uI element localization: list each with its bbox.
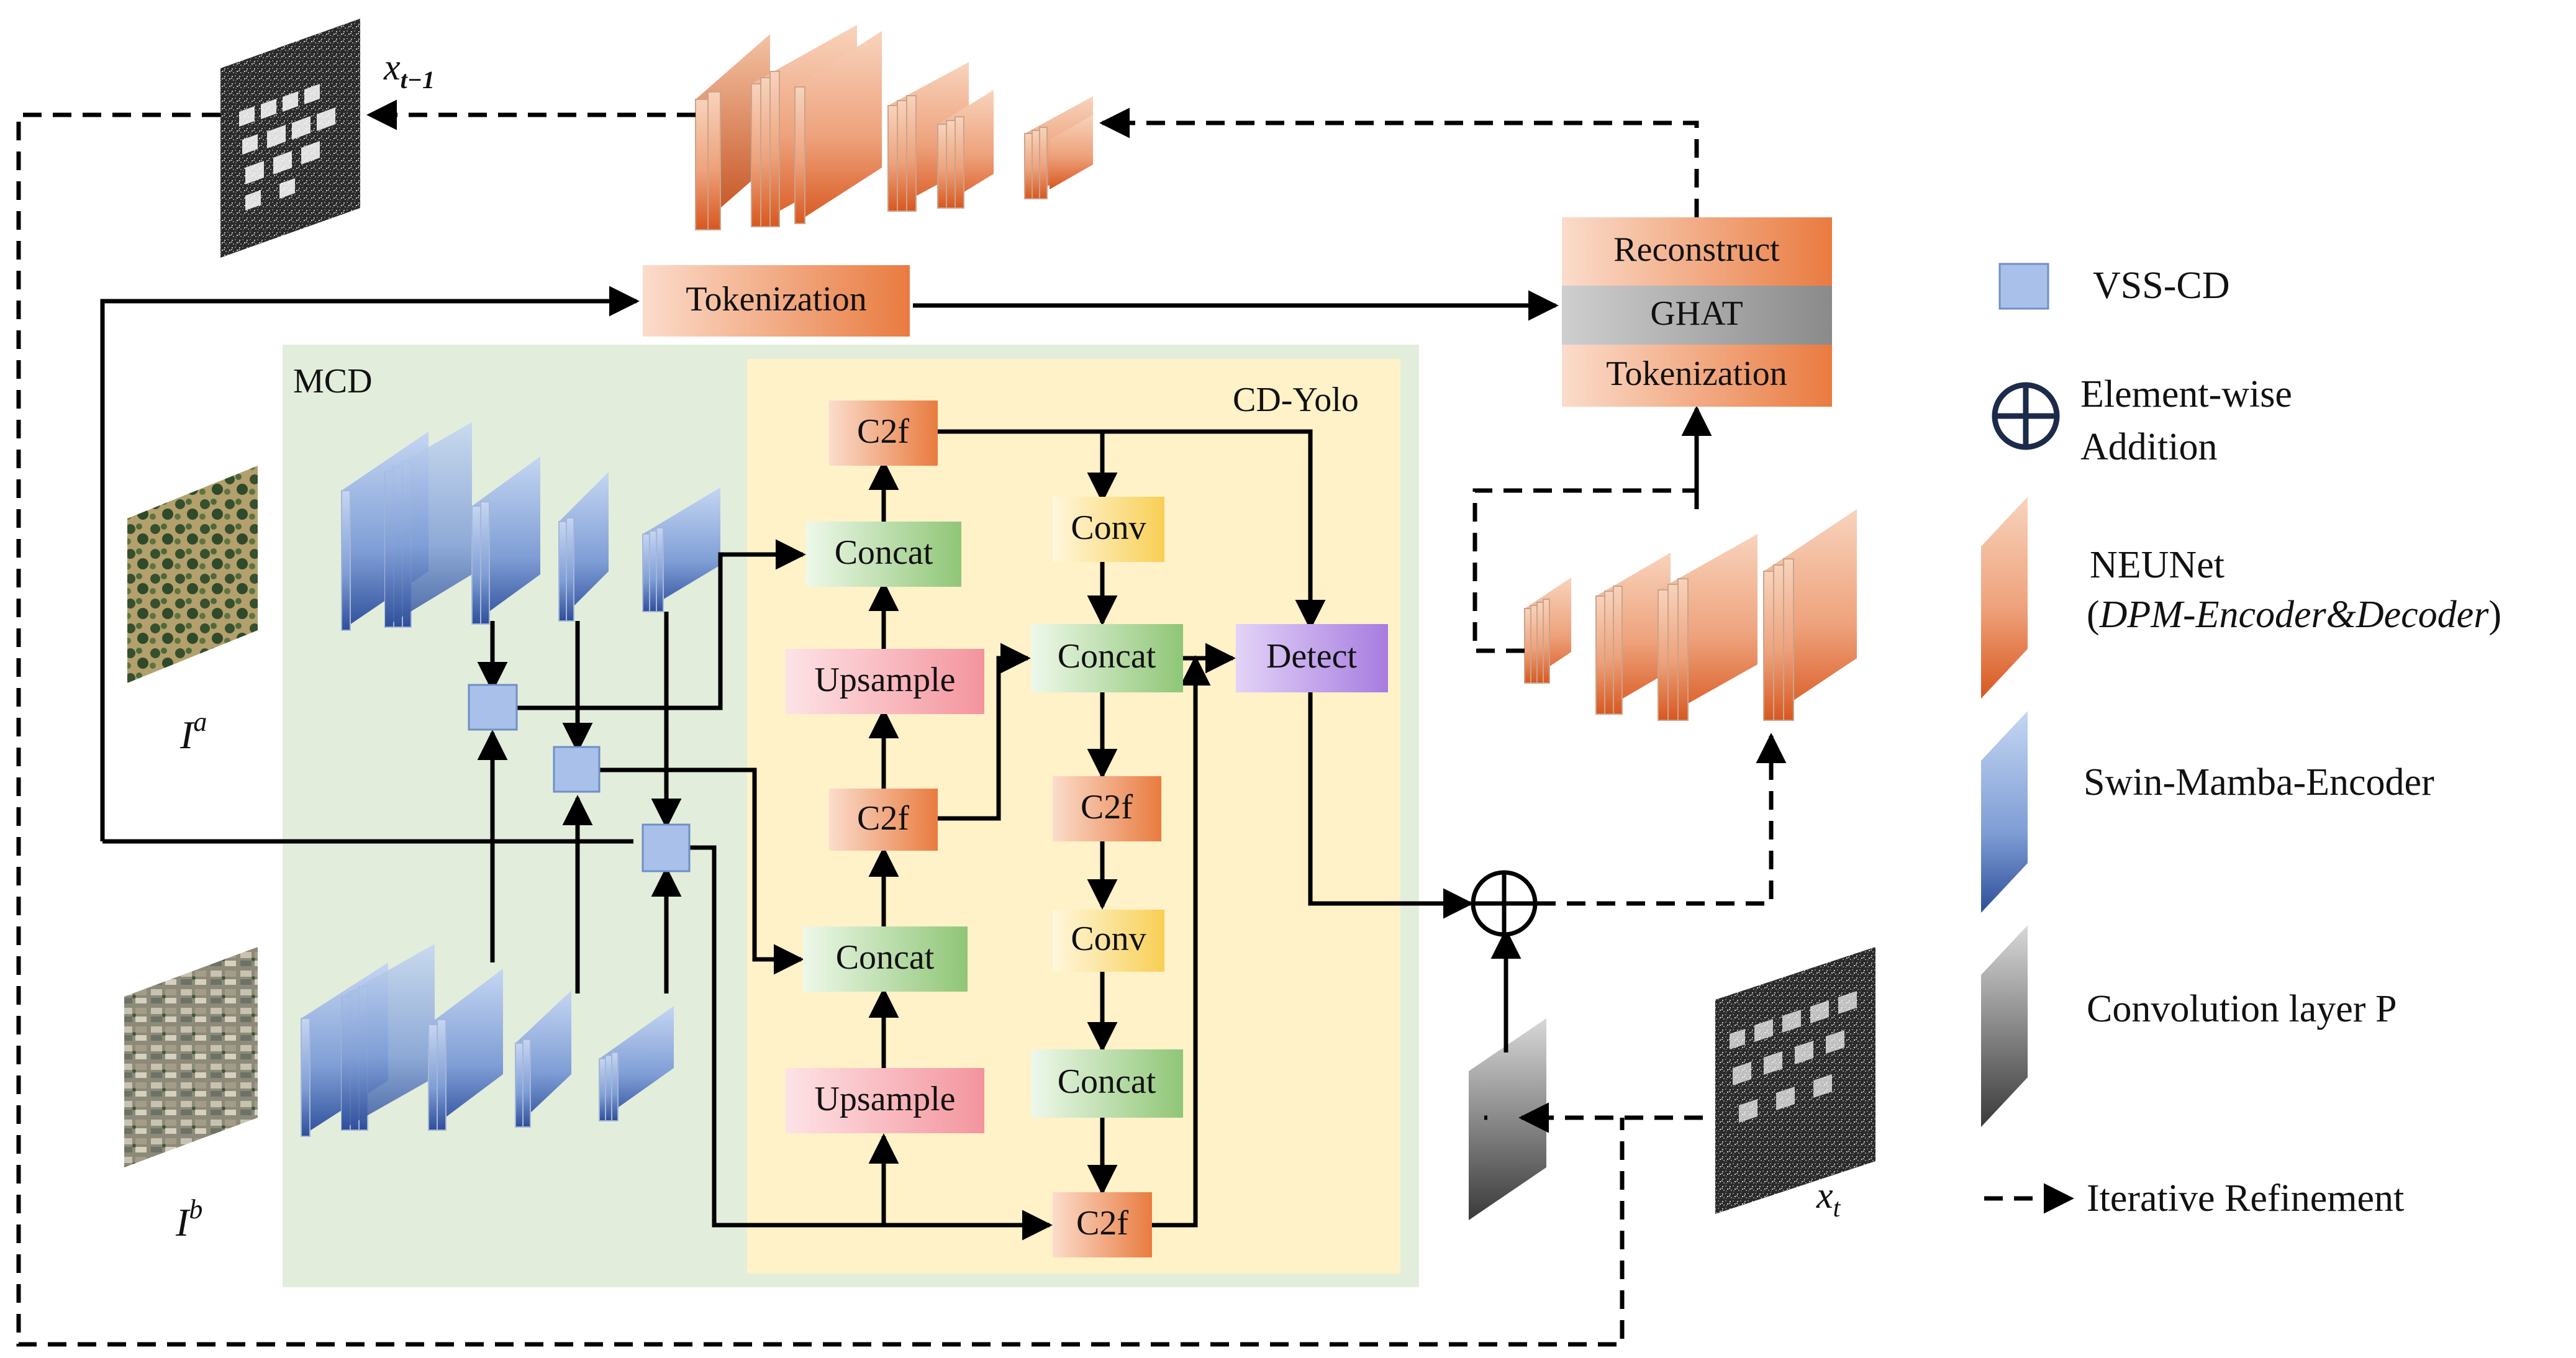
c2f-top-box: C2f: [829, 401, 938, 466]
svg-text:Concat: Concat: [1058, 1062, 1156, 1101]
legend-addition-icon: [1992, 382, 2060, 450]
neunet-decoder-top: [695, 25, 1093, 230]
svg-text:Upsample: Upsample: [814, 661, 955, 699]
legend-neunet-line1: NEUNet: [2090, 544, 2225, 586]
legend: VSS-CD Element-wise Addition NEUNet (DPM…: [1981, 263, 2501, 1220]
image-b-label: Ib: [175, 1194, 202, 1244]
tokenization-top-box: Tokenization: [643, 265, 910, 337]
tokenization-right-label: Tokenization: [1606, 355, 1787, 393]
dashed-connectors: [16, 99, 1787, 1347]
convolution-layer-p: [1469, 1018, 1546, 1220]
legend-vss-cd-swatch: [1998, 263, 2049, 310]
aerial-image-a: [127, 466, 258, 683]
legend-conv-p-swatch: [1981, 925, 2028, 1127]
noisy-image-prev: [220, 19, 360, 258]
svg-text:Tokenization: Tokenization: [686, 280, 867, 319]
svg-text:Concat: Concat: [835, 533, 933, 572]
upsample-1-box: Upsample: [786, 649, 984, 714]
noisy-image-current: [1715, 947, 1875, 1214]
mcd-label: MCD: [293, 362, 373, 401]
x-t-label: xt: [1816, 1175, 1841, 1223]
neunet-encoder-right: [1524, 509, 1857, 721]
solid-connectors: [100, 286, 1712, 1241]
concat-1-box: Concat: [806, 522, 961, 587]
ghat-module: Reconstruct GHAT Tokenization: [1562, 217, 1832, 407]
legend-neunet-swatch: [1981, 497, 2028, 699]
legend-neunet-line2: (DPM-Encoder&Decoder): [2087, 594, 2501, 636]
svg-text:Conv: Conv: [1071, 509, 1146, 547]
x-prev-label: xt−1: [383, 47, 435, 94]
legend-addition-line1: Element-wise: [2080, 373, 2292, 415]
legend-conv-p-label: Convolution layer P: [2087, 988, 2397, 1030]
swin-mamba-encoder-b: [301, 944, 674, 1137]
c2f-bottom-box: C2f: [1053, 1192, 1152, 1257]
svg-text:C2f: C2f: [857, 412, 909, 451]
conv-1-box: Conv: [1053, 497, 1164, 562]
c2f-2-box: C2f: [829, 789, 938, 851]
vss-cd-block-1: [468, 684, 518, 731]
conv-2-box: Conv: [1053, 910, 1164, 972]
legend-swin-swatch: [1981, 711, 2028, 913]
concat-2-box: Concat: [803, 926, 968, 992]
c2f-mid-box: C2f: [1053, 776, 1161, 841]
upsample-2-box: Upsample: [786, 1068, 984, 1133]
legend-addition-line2: Addition: [2080, 426, 2217, 468]
image-a-label: Ia: [179, 707, 207, 757]
ghat-box: [1562, 286, 1832, 345]
reconstruct-box: [1562, 217, 1832, 286]
legend-vss-cd-label: VSS-CD: [2093, 265, 2230, 307]
reconstruct-label: Reconstruct: [1613, 230, 1780, 269]
svg-text:C2f: C2f: [1081, 788, 1133, 826]
svg-text:Conv: Conv: [1071, 920, 1146, 958]
tokenization-right-box: [1562, 345, 1832, 407]
detect-box: Detect: [1236, 624, 1388, 692]
concat-low-box: Concat: [1031, 1049, 1183, 1118]
legend-iterative-label: Iterative Refinement: [2087, 1177, 2404, 1220]
vss-cd-block-3: [642, 823, 691, 872]
cd-yolo-label: CD-Yolo: [1233, 381, 1359, 419]
legend-swin-label: Swin-Mamba-Encoder: [2084, 761, 2434, 803]
vss-cd-block-2: [553, 746, 601, 793]
svg-text:Upsample: Upsample: [814, 1080, 955, 1118]
ghat-label: GHAT: [1650, 294, 1743, 333]
concat-mid-box: Concat: [1031, 624, 1183, 692]
swin-mamba-encoder-a: [341, 422, 720, 631]
aerial-image-b: [124, 947, 258, 1167]
svg-text:Concat: Concat: [1058, 637, 1156, 676]
svg-text:Concat: Concat: [836, 938, 935, 977]
svg-text:C2f: C2f: [857, 799, 909, 838]
svg-text:C2f: C2f: [1076, 1204, 1128, 1243]
svg-text:Detect: Detect: [1266, 637, 1358, 676]
element-wise-addition-node: [1471, 870, 1538, 937]
